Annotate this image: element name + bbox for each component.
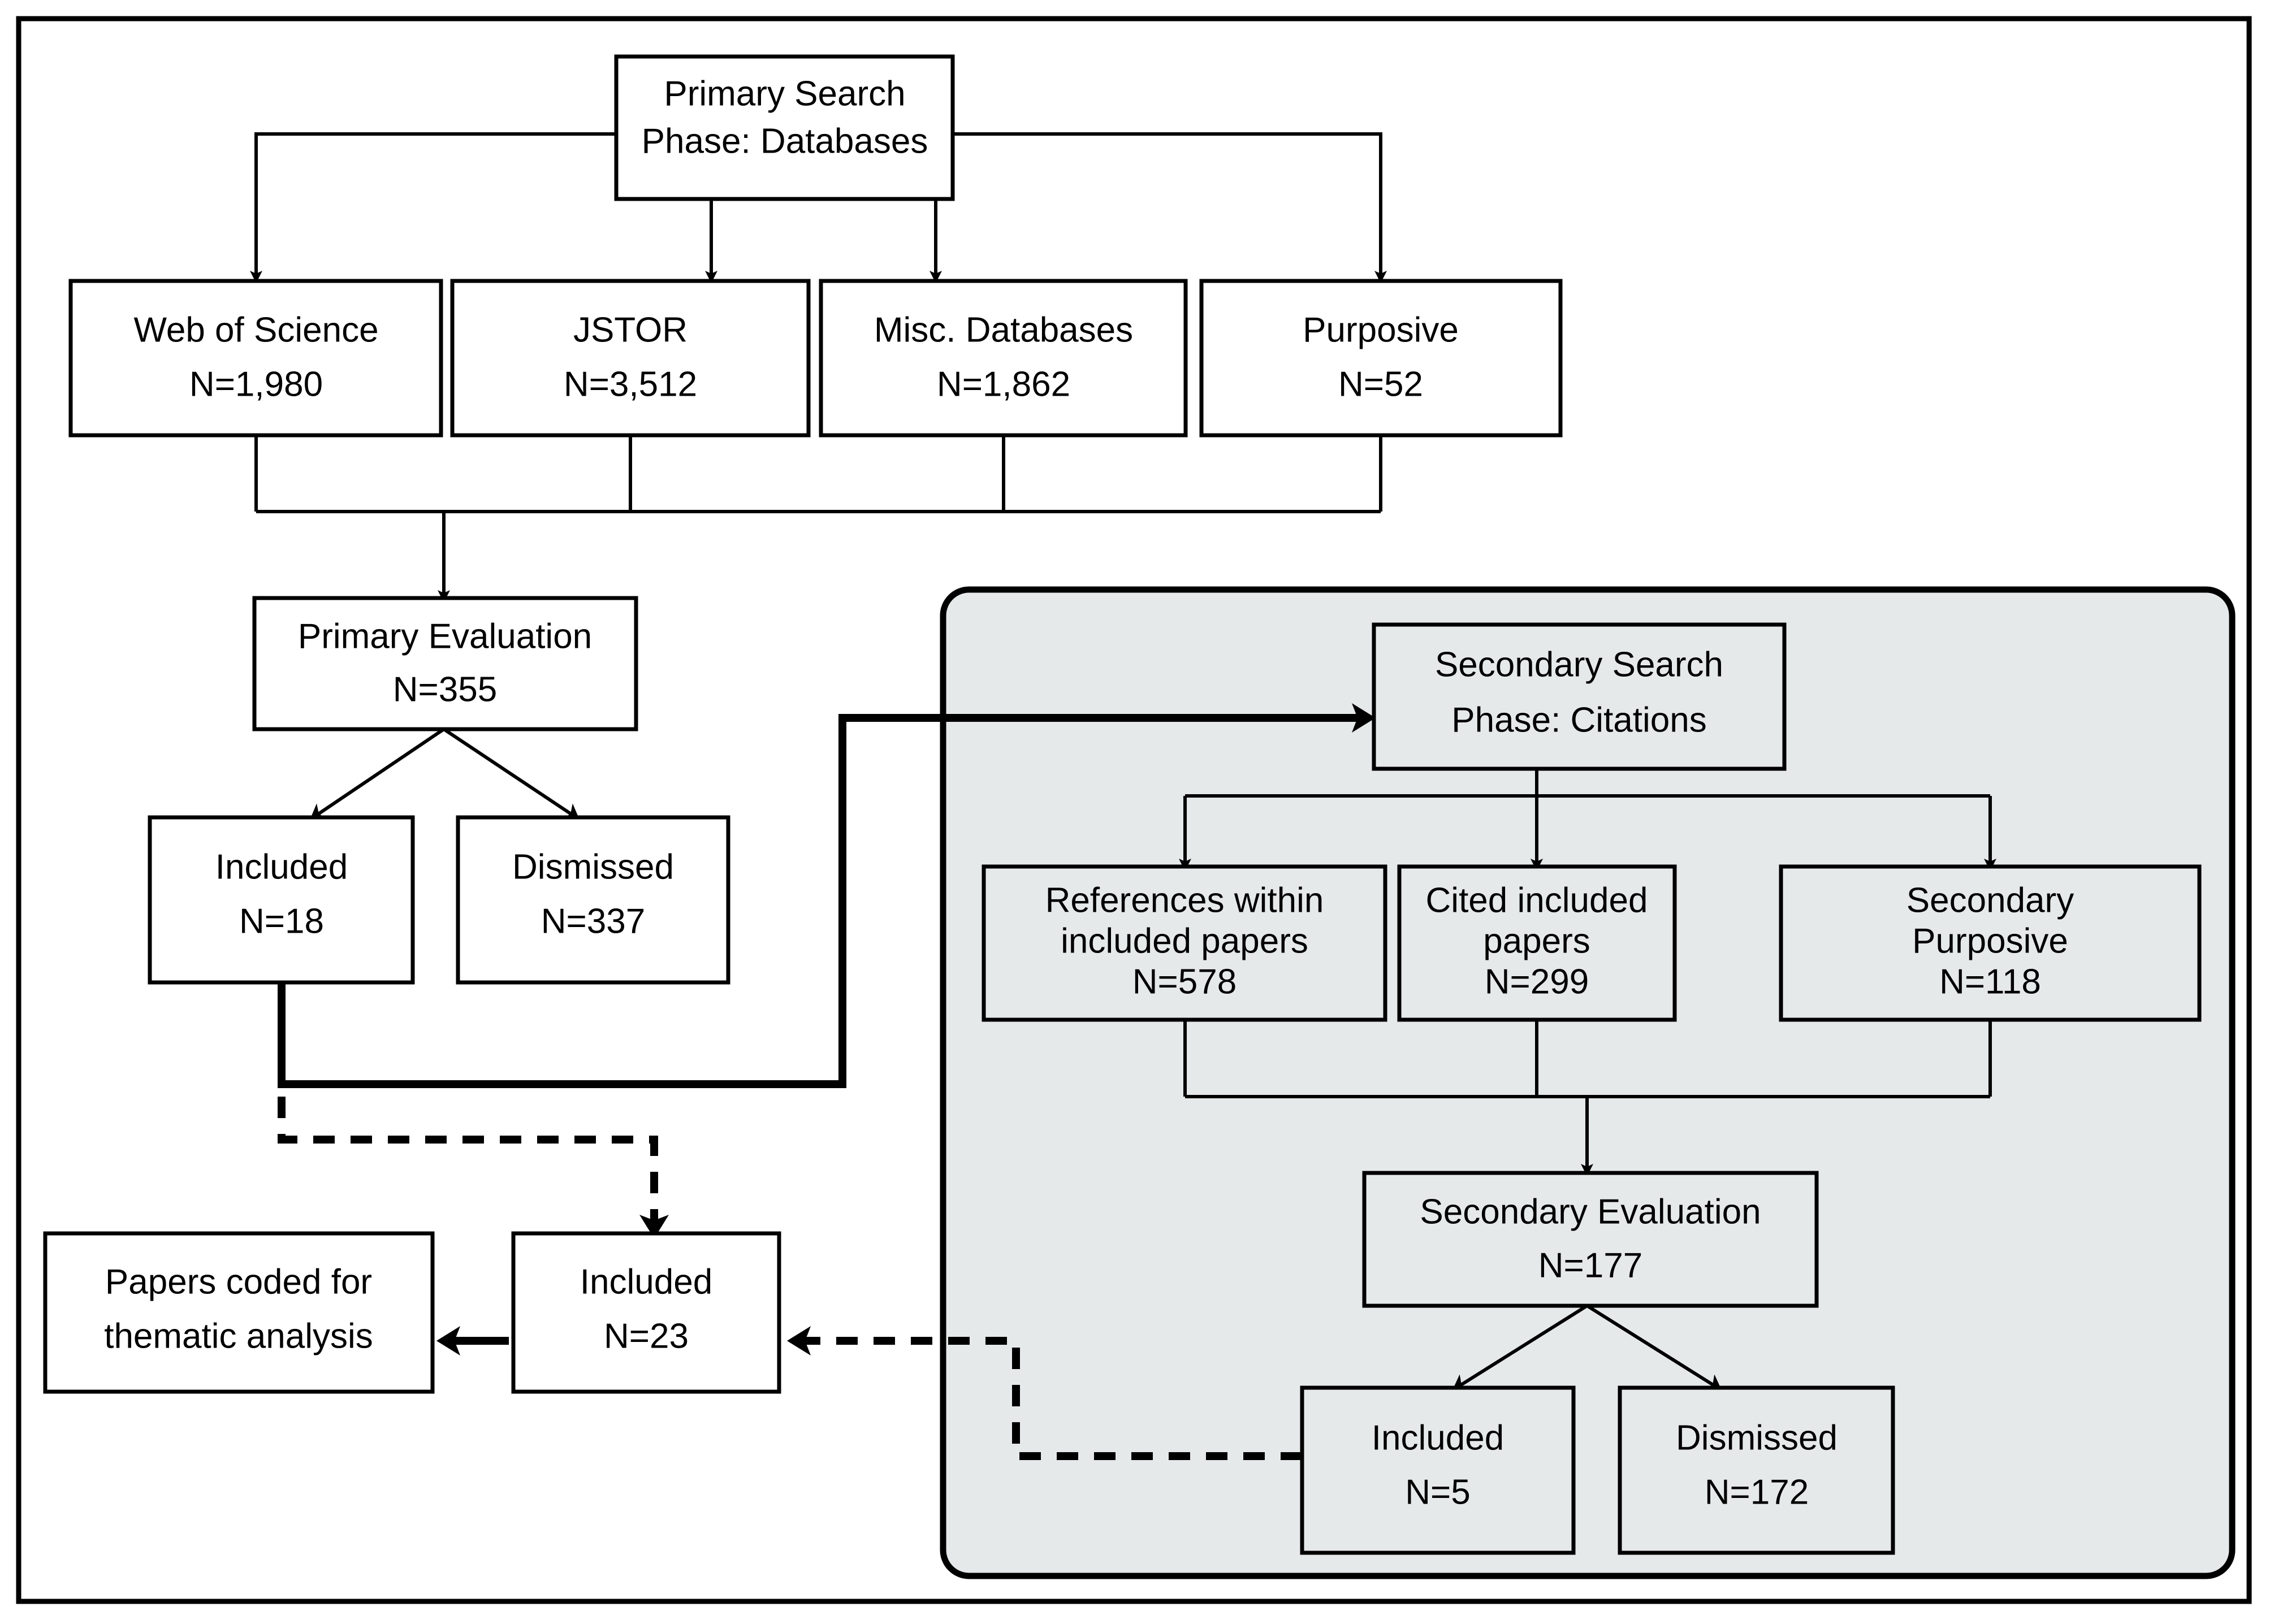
edges-secondary-evaluation-split bbox=[1452, 1304, 1722, 1391]
node-misc-databases-line2: N=1,862 bbox=[937, 365, 1070, 404]
node-primary-search[interactable]: Primary Search Phase: Databases bbox=[614, 54, 955, 201]
node-purposive-line2: N=52 bbox=[1338, 365, 1423, 404]
node-primary-search-line2: Phase: Databases bbox=[642, 122, 928, 161]
node-final-included-line1: Included bbox=[580, 1262, 712, 1301]
node-misc-databases[interactable]: Misc. Databases N=1,862 bbox=[819, 279, 1188, 438]
node-secondary-evaluation-line2: N=177 bbox=[1538, 1246, 1642, 1285]
node-primary-dismissed[interactable]: Dismissed N=337 bbox=[456, 815, 730, 985]
node-secondary-included-line2: N=5 bbox=[1405, 1473, 1470, 1512]
node-primary-included-line2: N=18 bbox=[239, 902, 324, 941]
node-web-of-science-line1: Web of Science bbox=[133, 310, 378, 349]
edge-primary-included-to-final-included bbox=[278, 1097, 669, 1238]
outer-frame bbox=[16, 16, 2252, 1604]
node-primary-evaluation-line2: N=355 bbox=[393, 670, 497, 709]
node-secondary-search[interactable]: Secondary Search Phase: Citations bbox=[1372, 622, 1787, 771]
node-references-within-line3: N=578 bbox=[1132, 962, 1237, 1001]
node-purposive-line1: Purposive bbox=[1303, 310, 1459, 349]
node-primary-dismissed-line1: Dismissed bbox=[512, 847, 674, 886]
node-papers-coded-line2: thematic analysis bbox=[104, 1316, 373, 1356]
node-primary-search-line1: Primary Search bbox=[664, 74, 905, 113]
node-jstor-line2: N=3,512 bbox=[564, 365, 697, 404]
edge-secondary-included-to-final-included bbox=[787, 1326, 1302, 1460]
edges-primary-evaluation-split bbox=[310, 727, 580, 820]
node-references-within-line1: References within bbox=[1045, 881, 1324, 920]
node-primary-included[interactable]: Included N=18 bbox=[148, 815, 415, 985]
node-primary-included-line1: Included bbox=[215, 847, 348, 886]
node-final-included[interactable]: Included N=23 bbox=[511, 1231, 781, 1394]
node-primary-dismissed-line2: N=337 bbox=[541, 902, 645, 941]
node-final-included-line2: N=23 bbox=[604, 1316, 689, 1356]
node-secondary-included-line1: Included bbox=[1372, 1418, 1504, 1457]
node-cited-included-line3: N=299 bbox=[1485, 962, 1589, 1001]
node-secondary-included[interactable]: Included N=5 bbox=[1300, 1385, 1576, 1555]
node-secondary-dismissed-line2: N=172 bbox=[1705, 1473, 1809, 1512]
node-secondary-evaluation-line1: Secondary Evaluation bbox=[1420, 1192, 1761, 1231]
node-cited-included[interactable]: Cited included papers N=299 bbox=[1397, 864, 1677, 1022]
node-papers-coded[interactable]: Papers coded for thematic analysis bbox=[43, 1231, 435, 1394]
edges-databases-to-primary-evaluation bbox=[254, 435, 1382, 603]
edges-secondary-search-to-sources bbox=[1179, 769, 1996, 871]
node-jstor-line1: JSTOR bbox=[573, 310, 688, 349]
node-secondary-dismissed-line1: Dismissed bbox=[1676, 1418, 1838, 1457]
edges-sources-to-secondary-evaluation bbox=[1183, 1017, 1992, 1176]
node-secondary-purposive[interactable]: Secondary Purposive N=118 bbox=[1779, 864, 2202, 1022]
node-web-of-science[interactable]: Web of Science N=1,980 bbox=[68, 279, 443, 438]
node-purposive[interactable]: Purposive N=52 bbox=[1199, 279, 1563, 438]
node-cited-included-line1: Cited included bbox=[1426, 881, 1648, 920]
node-secondary-purposive-line1: Secondary bbox=[1906, 881, 2074, 920]
node-primary-evaluation-line1: Primary Evaluation bbox=[298, 617, 592, 656]
node-secondary-dismissed[interactable]: Dismissed N=172 bbox=[1618, 1385, 1895, 1555]
edge-primary-included-to-secondary-search bbox=[278, 703, 1376, 1088]
node-references-within-line2: included papers bbox=[1061, 921, 1308, 960]
node-secondary-evaluation[interactable]: Secondary Evaluation N=177 bbox=[1362, 1171, 1819, 1308]
node-secondary-search-line2: Phase: Citations bbox=[1451, 700, 1706, 739]
node-references-within[interactable]: References within included papers N=578 bbox=[982, 864, 1387, 1022]
node-cited-included-line2: papers bbox=[1483, 921, 1590, 960]
edges-primary-search-to-databases bbox=[250, 132, 1387, 283]
node-papers-coded-line1: Papers coded for bbox=[105, 1262, 372, 1301]
node-secondary-purposive-line3: N=118 bbox=[1939, 962, 2041, 1001]
node-secondary-purposive-line2: Purposive bbox=[1912, 921, 2068, 960]
secondary-phase-region bbox=[940, 586, 2236, 1579]
node-jstor[interactable]: JSTOR N=3,512 bbox=[450, 279, 811, 438]
node-primary-evaluation[interactable]: Primary Evaluation N=355 bbox=[252, 596, 638, 731]
node-secondary-search-line1: Secondary Search bbox=[1435, 645, 1723, 684]
node-misc-databases-line1: Misc. Databases bbox=[874, 310, 1133, 349]
node-web-of-science-line2: N=1,980 bbox=[189, 365, 323, 404]
